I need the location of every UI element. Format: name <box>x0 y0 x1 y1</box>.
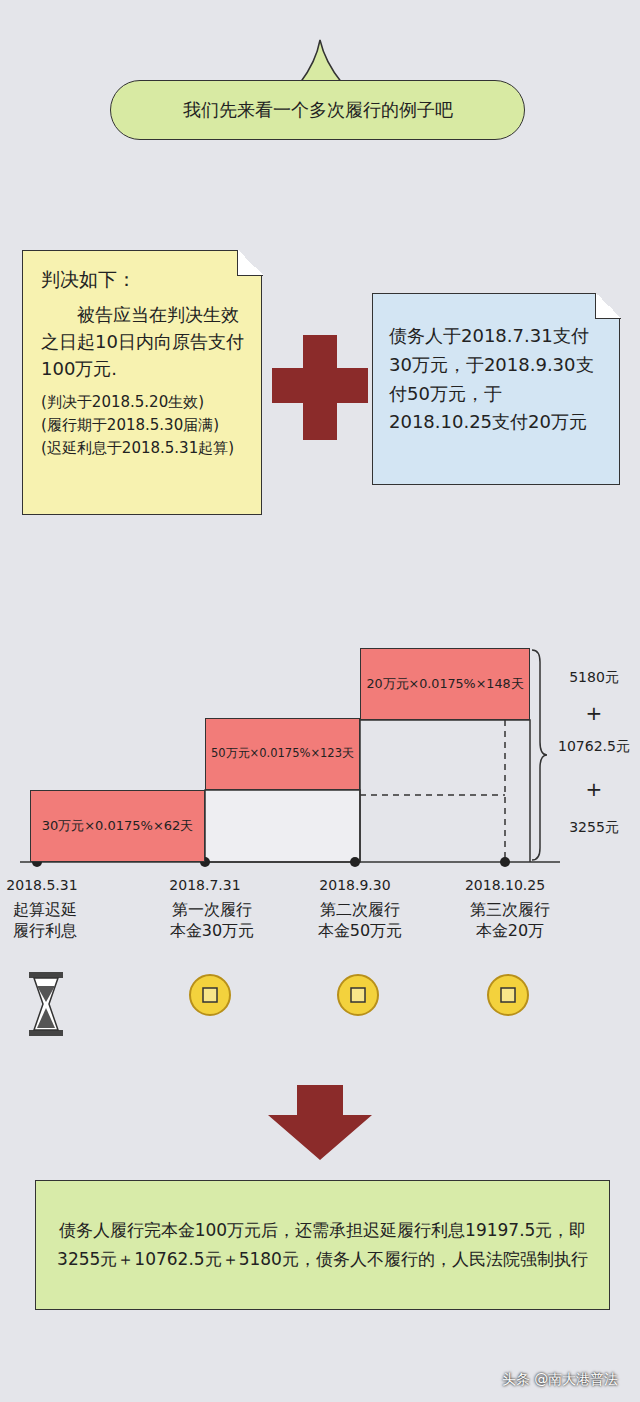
node-text: 20万元×0.0175%×148天 <box>366 675 523 692</box>
node-text: 债务人履行完本金100万元后，还需承担迟延履行利息19197.5元，即3255元… <box>54 1216 591 1274</box>
node-text: 我们先来看一个多次履行的例子吧 <box>183 98 453 122</box>
time-caption: 起算迟延履行利息 <box>9 900 81 942</box>
interest-bar: 20万元×0.0175%×148天 <box>360 648 530 720</box>
date-label: 2018.10.25 <box>465 876 545 894</box>
folded-corner <box>237 250 263 276</box>
payment-note: 债务人于2018.7.31支付30万元，于2018.9.30支付50万元，于20… <box>372 293 620 485</box>
stack-box <box>360 720 530 862</box>
date-label: 2018.5.31 <box>6 876 77 894</box>
coin-hole <box>351 988 365 1002</box>
node-text: 债务人于2018.7.31支付30万元，于2018.9.30支付50万元，于20… <box>389 322 599 437</box>
node-text: 被告应当在判决生效之日起10日内向原告支付100万元. <box>41 301 245 382</box>
sum-part: 3255元 <box>569 818 619 836</box>
plus-sign <box>272 335 368 440</box>
hourglass-glass <box>34 978 58 1030</box>
interest-bar: 30万元×0.0175%×62天 <box>30 790 205 862</box>
plus-mark: + <box>586 700 603 726</box>
coin <box>488 975 528 1015</box>
hourglass-icon <box>29 972 63 1036</box>
interest-bar: 50万元×0.0175%×123天 <box>205 718 360 790</box>
node-text: 判决如下： <box>41 267 245 293</box>
hourglass-bar <box>29 972 63 978</box>
hourglass-sand <box>37 986 55 1002</box>
coin-hole <box>501 988 515 1002</box>
conclusion-box: 债务人履行完本金100万元后，还需承担迟延履行利息19197.5元，即3255元… <box>35 1180 610 1310</box>
sum-part: 5180元 <box>569 668 619 686</box>
coin-icons <box>190 975 528 1015</box>
time-caption: 第二次履行本金50万元 <box>314 900 406 942</box>
stack-box <box>205 790 360 862</box>
bracket <box>532 650 547 860</box>
node-text: 50万元×0.0175%×123天 <box>211 746 354 762</box>
folded-corner <box>595 293 621 319</box>
node-text: (迟延利息于2018.5.31起算) <box>41 438 245 458</box>
coin-hole <box>203 988 217 1002</box>
dashed-line <box>504 720 506 862</box>
bubble-tip <box>300 40 342 83</box>
time-caption: 第一次履行本金30万元 <box>166 900 258 942</box>
time-caption: 第三次履行本金20万 <box>464 900 556 942</box>
hourglass-bar <box>29 1030 63 1036</box>
plus-bar <box>272 368 368 403</box>
node-text: (判决于2018.5.20生效) <box>41 392 245 412</box>
sum-part: 10762.5元 <box>558 737 630 755</box>
verdict-note: 判决如下： 被告应当在判决生效之日起10日内向原告支付100万元. (判决于2018… <box>22 250 262 515</box>
time-dot <box>500 857 510 867</box>
watermark: 头条 @南大港普法 <box>502 1370 618 1388</box>
down-arrow <box>268 1085 372 1160</box>
chart-outline <box>20 650 560 862</box>
coin <box>338 975 378 1015</box>
node-text: (履行期于2018.5.30届满) <box>41 415 245 435</box>
node-text: 30万元×0.0175%×62天 <box>42 817 194 835</box>
dashed-line <box>360 794 505 796</box>
date-label: 2018.7.31 <box>169 876 240 894</box>
coin <box>190 975 230 1015</box>
speech-bubble: 我们先来看一个多次履行的例子吧 <box>110 80 525 140</box>
plus-mark: + <box>586 776 603 802</box>
time-dot <box>350 857 360 867</box>
date-label: 2018.9.30 <box>319 876 390 894</box>
hourglass-sand <box>37 1008 55 1028</box>
